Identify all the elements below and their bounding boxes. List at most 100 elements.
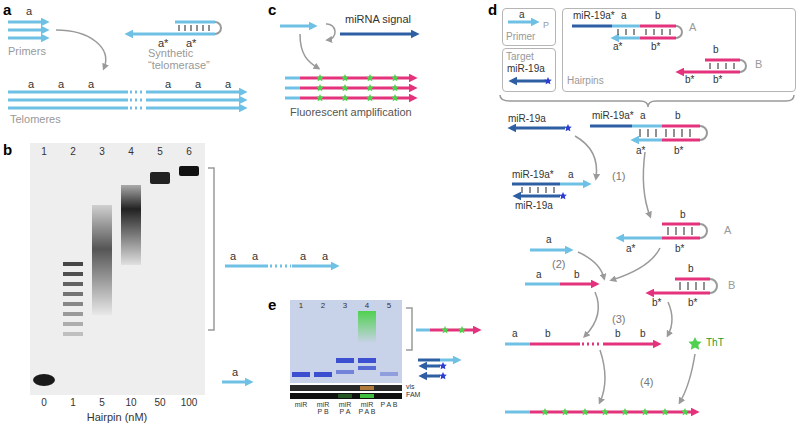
gel-image (336, 370, 354, 374)
lane-number: 6 (186, 146, 192, 158)
gel-image (338, 394, 352, 398)
mechanism-strands (561, 408, 569, 415)
mechanism-strands (661, 408, 669, 415)
gel-image (290, 393, 402, 399)
box-strands (640, 37, 676, 40)
caption-label: Primers (8, 45, 46, 58)
primer-strands (8, 21, 46, 24)
box-strands (572, 25, 612, 28)
mechanism-strands (538, 187, 539, 193)
strand-label: miR-19a* (592, 110, 634, 122)
telomere-strands (146, 107, 244, 110)
strand-label: a (195, 78, 201, 91)
telomerase-hairpin (215, 22, 221, 34)
band-legend-strands (416, 329, 430, 332)
gel-image (360, 394, 374, 398)
box-caption: B (755, 58, 762, 71)
mechanism-strands (675, 278, 710, 281)
mechanism-strands (648, 129, 649, 137)
box-strands (718, 63, 719, 69)
gel-image (63, 262, 83, 266)
strand-label: b* (652, 297, 661, 309)
mechanism-strands (530, 187, 531, 193)
reaction-arrows (575, 136, 695, 402)
step-number: (2) (552, 258, 565, 271)
telomere-strands (8, 92, 244, 108)
lane-label: P A B (380, 401, 398, 408)
mechanism-strands (505, 411, 530, 414)
band-legend-strands (439, 362, 447, 379)
strand-label: a (519, 9, 525, 21)
concentration-value: 50 (154, 397, 165, 409)
telomere-strands (146, 99, 244, 102)
strand-label: a* (626, 243, 635, 255)
strand-label: a (58, 78, 64, 91)
strand-label: a* (613, 41, 622, 53)
box-strands (670, 29, 671, 35)
primer-strands (56, 30, 106, 68)
reaction-arrows (668, 302, 672, 335)
product-bracket (208, 168, 214, 330)
mechanism-strands (560, 183, 588, 186)
band-legend-strands (439, 372, 447, 379)
strand-label: b* (685, 74, 694, 86)
legend-box: aPPrimer (502, 8, 556, 46)
mechanism-strands (662, 139, 700, 142)
gel-image (380, 372, 398, 376)
gel-image (63, 292, 83, 296)
signal-scheme (341, 94, 349, 101)
reaction-arrows (575, 136, 597, 178)
mechanism-strands (662, 125, 700, 128)
strand-label: a (640, 110, 646, 122)
reaction-arrows (680, 354, 695, 402)
telomere-strands (146, 91, 244, 94)
signal-scheme (326, 24, 335, 40)
brace (500, 95, 794, 107)
gel-image (30, 143, 205, 395)
strand-label: a (28, 78, 34, 91)
gel-image (63, 282, 83, 286)
mechanism-strands (541, 408, 549, 415)
band-legend-strands (430, 329, 478, 332)
band-legend-strands (441, 326, 466, 333)
lane-number: 1 (41, 146, 47, 158)
lane-number: 5 (387, 301, 391, 310)
product-bracket (222, 381, 250, 384)
box-caption: P (543, 20, 549, 30)
mechanism-strands (710, 279, 717, 293)
gel-image (290, 300, 402, 399)
mechanism-strands (684, 227, 685, 235)
lane-number: 5 (157, 146, 163, 158)
gel-image (360, 386, 374, 390)
lane-label: miR P A (336, 401, 354, 416)
reaction-arrows (612, 248, 660, 280)
strand-label: a (621, 10, 627, 22)
axis-label: Hairpin (nM) (87, 411, 148, 424)
strand-label: a (322, 250, 328, 263)
strand-label: a (546, 234, 552, 246)
reaction-arrows (578, 252, 604, 278)
signal-scheme (341, 74, 349, 81)
box-strands (626, 29, 627, 35)
telomerase-hairpin (203, 25, 204, 31)
signal-scheme (285, 87, 300, 90)
telomerase-hairpin (185, 25, 186, 31)
panel-letter: e (268, 296, 276, 313)
legend-box: miR-19a*aba*b*Abb*b*BHairpins (562, 8, 796, 92)
panel-letter: c (268, 1, 276, 18)
mechanism-strands (690, 129, 691, 137)
concentration-value: 100 (181, 397, 198, 409)
reaction-arrows (585, 292, 598, 336)
primer-strands (8, 37, 46, 40)
mechanism-strands (530, 343, 580, 346)
mechanism-strands (525, 283, 560, 286)
signal-scheme (280, 25, 314, 28)
telomerase-hairpin (197, 25, 198, 31)
product-bracket (292, 265, 336, 268)
strand-label: b (655, 10, 661, 22)
mechanism-strands (700, 224, 707, 238)
telomerase-hairpin (209, 25, 210, 31)
signal-scheme (366, 94, 374, 101)
box-strands (512, 80, 546, 83)
gel-image (30, 143, 205, 395)
